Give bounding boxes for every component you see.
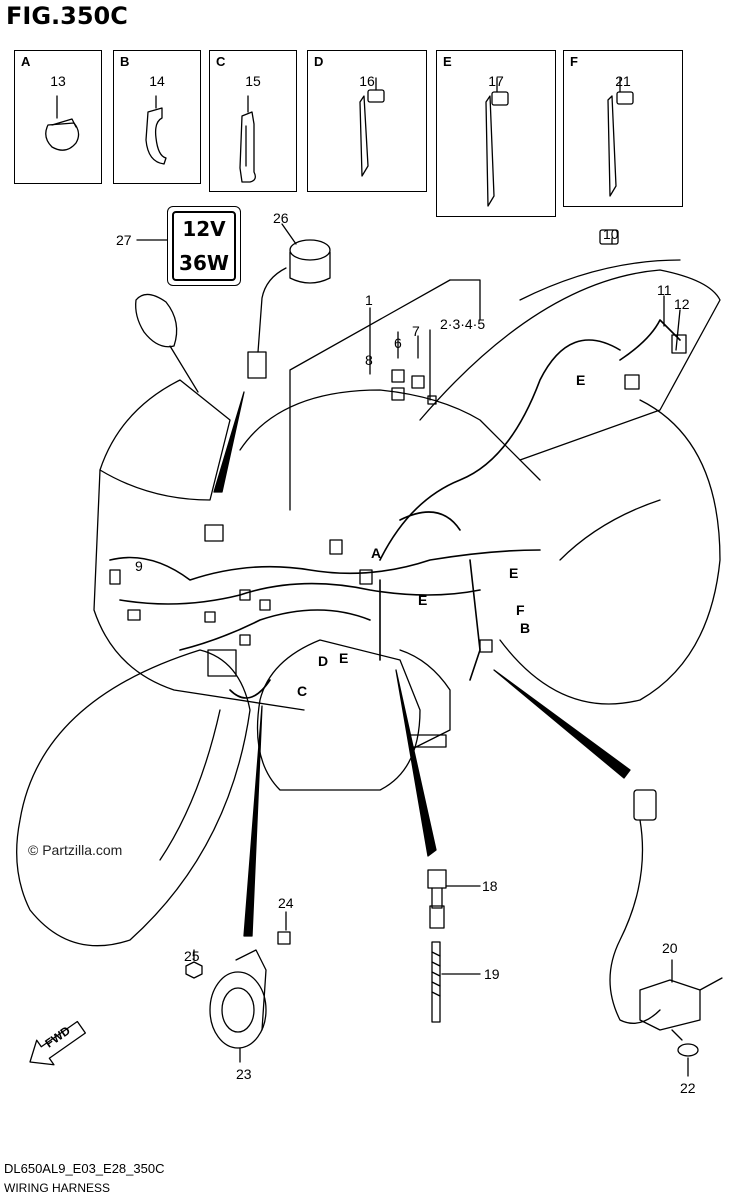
- part-number: 16: [359, 73, 375, 89]
- clamp-ref-e: E: [509, 565, 519, 581]
- part-number: 17: [488, 73, 504, 89]
- rating-frame: [172, 211, 236, 281]
- callout-6: 6: [394, 335, 402, 351]
- socket-rating-box: 12V 36W: [167, 206, 241, 286]
- harness-lines: [109, 319, 681, 699]
- band-21-drawing: [607, 77, 634, 197]
- clamp-ref-f: F: [516, 602, 525, 618]
- callout-8: 8: [365, 352, 373, 368]
- drawing-code: DL650AL9_E03_E28_350C: [4, 1161, 165, 1176]
- bolt-19-drawing: [431, 941, 481, 1023]
- callout-26: 26: [273, 210, 289, 226]
- detail-box-f: F 21: [563, 50, 683, 207]
- callout-10: 10: [603, 226, 619, 242]
- part-number: 15: [245, 73, 261, 89]
- callout-18: 18: [482, 878, 498, 894]
- figure-title: FIG.350C: [6, 2, 128, 30]
- clamp-13-drawing: [45, 95, 80, 151]
- watermark: © Partzilla.com: [28, 842, 123, 858]
- drawing-title: WIRING HARNESS: [4, 1181, 111, 1195]
- clamp-ref-b: B: [520, 620, 531, 636]
- callout-19: 19: [484, 966, 500, 982]
- switch-20-drawing: [609, 789, 723, 1031]
- callout-24: 24: [278, 895, 294, 911]
- detail-box-c: C 15: [209, 50, 297, 192]
- part-number: 21: [615, 73, 631, 89]
- wedge-to-horn: [243, 705, 263, 937]
- clamp-ref-c: C: [297, 683, 308, 699]
- callout-12: 12: [674, 296, 690, 312]
- detail-box-e: E 17: [436, 50, 556, 217]
- callout-9: 9: [135, 558, 143, 574]
- detail-letter: D: [314, 54, 324, 69]
- part-number: 13: [50, 73, 66, 89]
- detail-letter: B: [120, 54, 130, 69]
- sensor-18-drawing: [427, 869, 481, 929]
- wedge-to-sensor-18: [395, 669, 437, 857]
- detail-letter: A: [21, 54, 31, 69]
- callout-1: 1: [365, 292, 373, 308]
- callout-11: 11: [657, 282, 672, 298]
- wedge-to-socket: [213, 391, 245, 493]
- screw-22-drawing: [671, 1029, 699, 1077]
- clamp-15-drawing: [239, 95, 256, 183]
- fwd-arrow: [29, 1020, 87, 1066]
- relay-leaders: [289, 279, 481, 511]
- band-17-drawing: [485, 77, 509, 207]
- clamp-ref-e: E: [339, 650, 349, 666]
- callout-23: 23: [236, 1066, 252, 1082]
- detail-letter: F: [570, 54, 578, 69]
- detail-letter: C: [216, 54, 226, 69]
- rating-wattage: 36W: [179, 251, 229, 275]
- clamp-ref-e: E: [418, 592, 428, 608]
- callout-20: 20: [662, 940, 678, 956]
- clamp-ref-d: D: [318, 653, 329, 669]
- callout-7: 7: [412, 323, 420, 339]
- accessory-socket-drawing: [247, 223, 331, 379]
- bolt-24-drawing: [277, 911, 291, 945]
- clamp-ref-a: A: [371, 545, 382, 561]
- nut-25-drawing: [185, 949, 203, 979]
- clamp-14-drawing: [145, 95, 167, 165]
- callout-25: 25: [184, 948, 200, 964]
- callout-22: 22: [680, 1080, 696, 1096]
- callout-27: 27: [116, 232, 132, 248]
- horn-23-drawing: [209, 949, 267, 1063]
- band-16-drawing: [359, 77, 385, 177]
- callout-2-3-4-5: 2·3·4·5: [440, 316, 486, 332]
- detail-box-a: A 13: [14, 50, 102, 184]
- motorcycle-outline: [16, 259, 721, 947]
- detail-letter: E: [443, 54, 452, 69]
- connector-blocks: [109, 229, 687, 677]
- rating-voltage: 12V: [182, 217, 226, 241]
- wedge-to-switch-20: [493, 669, 631, 779]
- part-number: 14: [149, 73, 165, 89]
- clamp-ref-e: E: [576, 372, 586, 388]
